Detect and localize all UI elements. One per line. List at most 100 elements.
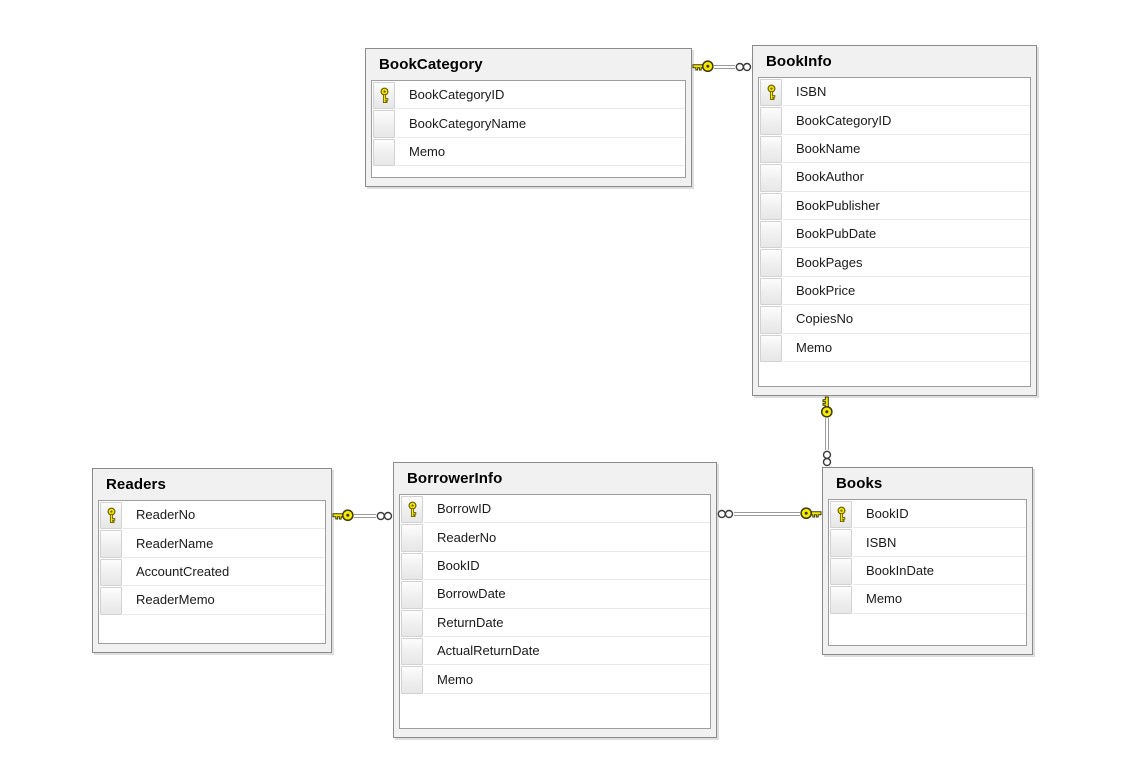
- row-selector-cell[interactable]: [401, 666, 423, 694]
- row-selector-cell[interactable]: [100, 587, 122, 615]
- relationship-line: [734, 511, 800, 516]
- row-selector-cell[interactable]: [401, 552, 423, 581]
- primary-key-cell[interactable]: [830, 501, 852, 529]
- relationship-line: [824, 418, 829, 450]
- relationship-line: [354, 513, 376, 518]
- primary-key-cell[interactable]: [100, 502, 122, 530]
- table-row[interactable]: BookCategoryID: [372, 81, 685, 110]
- row-selector-cell[interactable]: [760, 135, 782, 164]
- table-row[interactable]: AccountCreated: [99, 558, 325, 587]
- table-row[interactable]: BookInDate: [829, 557, 1026, 586]
- row-selector-cell[interactable]: [760, 220, 782, 249]
- column-name: ActualReturnDate: [424, 637, 710, 666]
- row-selector-cell[interactable]: [760, 277, 782, 306]
- key-icon: [332, 509, 354, 522]
- table-row[interactable]: BookName: [759, 135, 1030, 164]
- table-row[interactable]: BookAuthor: [759, 163, 1030, 192]
- column-name: AccountCreated: [123, 558, 325, 587]
- infinity-icon: [735, 62, 752, 71]
- column-name: ReaderNo: [123, 501, 325, 530]
- row-selector-cell[interactable]: [830, 529, 852, 557]
- table-row[interactable]: Memo: [829, 585, 1026, 614]
- column-name: Memo: [424, 665, 710, 694]
- column-name: ISBN: [853, 528, 1026, 557]
- column-name: BookCategoryID: [396, 81, 685, 110]
- relationship-line: [714, 64, 735, 69]
- row-selector-cell[interactable]: [373, 138, 395, 167]
- table-row[interactable]: ISBN: [829, 528, 1026, 557]
- table-row[interactable]: BookPublisher: [759, 192, 1030, 220]
- primary-key-cell[interactable]: [401, 496, 423, 524]
- primary-key-cell[interactable]: [373, 82, 395, 110]
- row-selector-cell[interactable]: [401, 637, 423, 666]
- column-name: Memo: [396, 138, 685, 167]
- row-selector-cell[interactable]: [401, 524, 423, 552]
- table-row[interactable]: BorrowID: [400, 495, 710, 524]
- primary-key-cell[interactable]: [760, 79, 782, 107]
- column-name: BookCategoryID: [783, 106, 1030, 135]
- column-name: BookPages: [783, 248, 1030, 277]
- primary-key-icon: [379, 87, 389, 104]
- table-title[interactable]: BookInfo: [766, 53, 832, 70]
- row-selector-cell[interactable]: [760, 192, 782, 220]
- table-row[interactable]: ISBN: [759, 78, 1030, 107]
- row-selector-cell[interactable]: [830, 557, 852, 586]
- row-selector-cell[interactable]: [830, 586, 852, 614]
- relationship-bookinfo-books[interactable]: [820, 396, 833, 467]
- table-row[interactable]: Memo: [759, 334, 1030, 362]
- table-title[interactable]: BorrowerInfo: [407, 470, 503, 487]
- primary-key-icon: [106, 507, 116, 524]
- table-title[interactable]: BookCategory: [379, 56, 483, 73]
- table-row[interactable]: Memo: [372, 138, 685, 167]
- table-row[interactable]: BookPubDate: [759, 220, 1030, 249]
- table-row[interactable]: ReturnDate: [400, 609, 710, 637]
- row-selector-cell[interactable]: [401, 609, 423, 637]
- table-row[interactable]: BookID: [829, 500, 1026, 529]
- row-selector-cell[interactable]: [760, 249, 782, 277]
- table-row[interactable]: ReaderName: [99, 529, 325, 558]
- table-row[interactable]: ReaderMemo: [99, 586, 325, 615]
- column-name: BookPrice: [783, 277, 1030, 306]
- row-selector-cell[interactable]: [401, 581, 423, 609]
- key-icon: [820, 396, 833, 418]
- table-row[interactable]: ReaderNo: [99, 501, 325, 530]
- row-selector-cell[interactable]: [100, 558, 122, 587]
- table-row[interactable]: BookID: [400, 552, 710, 581]
- relationship-bookcategory-bookinfo[interactable]: [692, 60, 752, 73]
- infinity-icon: [376, 511, 393, 520]
- column-name: ReaderNo: [424, 523, 710, 552]
- table-row[interactable]: Memo: [400, 665, 710, 694]
- table-title[interactable]: Readers: [106, 476, 166, 493]
- table-row[interactable]: BookPages: [759, 248, 1030, 277]
- row-selector-cell[interactable]: [760, 334, 782, 362]
- row-selector-cell[interactable]: [100, 530, 122, 558]
- table-row[interactable]: BookCategoryID: [759, 106, 1030, 135]
- table-row[interactable]: BookPrice: [759, 277, 1030, 306]
- table-row[interactable]: ActualReturnDate: [400, 637, 710, 666]
- column-name: BookAuthor: [783, 163, 1030, 192]
- row-selector-cell[interactable]: [760, 107, 782, 135]
- row-selector-cell[interactable]: [373, 110, 395, 138]
- column-name: BookName: [783, 135, 1030, 164]
- column-name: ReturnDate: [424, 609, 710, 637]
- row-selector-cell[interactable]: [760, 306, 782, 334]
- primary-key-icon: [836, 506, 846, 523]
- row-selector-cell[interactable]: [760, 164, 782, 192]
- table-row[interactable]: BookCategoryName: [372, 109, 685, 138]
- relationship-borrowerinfo-books[interactable]: [717, 507, 822, 520]
- table-row[interactable]: ReaderNo: [400, 523, 710, 552]
- table-title[interactable]: Books: [836, 475, 883, 492]
- column-name: BorrowDate: [424, 580, 710, 609]
- table-row[interactable]: BorrowDate: [400, 580, 710, 609]
- relationship-readers-borrowerinfo[interactable]: [332, 509, 393, 522]
- table-row[interactable]: CopiesNo: [759, 305, 1030, 334]
